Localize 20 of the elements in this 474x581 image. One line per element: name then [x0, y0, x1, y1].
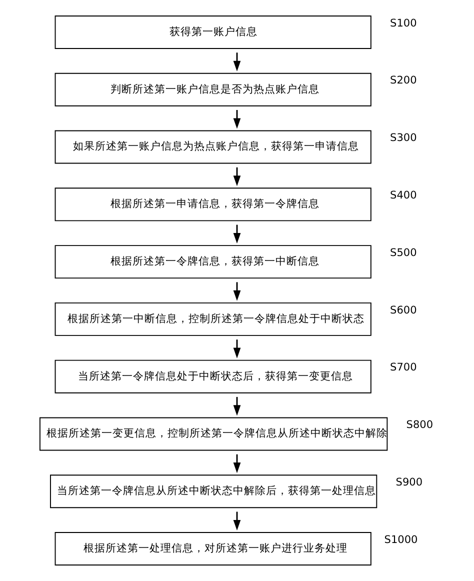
node-label: S900 — [396, 476, 423, 488]
node-label: S200 — [390, 74, 417, 87]
node-box: 根据所述第一申请信息，获得第一令牌信息 — [54, 188, 372, 222]
node-box: 获得第一账户信息 — [54, 16, 372, 49]
node-label: S100 — [390, 17, 417, 30]
node-box: 如果所述第一账户信息为热点账户信息，获得第一申请信息 — [54, 130, 372, 164]
node-box: 根据所述第一中断信息，控制所述第一令牌信息处于中断状态 — [54, 302, 372, 336]
node-box: 判断所述第一账户信息是否为热点账户信息 — [54, 72, 372, 106]
node-box: 当所述第一令牌信息处于中断状态后，获得第一变更信息 — [54, 360, 372, 394]
node-box: 根据所述第一处理信息，对所述第一账户进行业务处理 — [54, 532, 372, 566]
node-box: 当所述第一令牌信息从所述中断状态中解除后，获得第一处理信息 — [50, 474, 378, 508]
node-label: S700 — [390, 362, 417, 374]
node-box: 根据所述第一变更信息，控制所述第一令牌信息从所述中断状态中解除 — [39, 417, 388, 451]
node-box: 根据所述第一令牌信息，获得第一中断信息 — [54, 245, 372, 279]
node-label: S600 — [390, 304, 417, 316]
node-label: S400 — [390, 189, 417, 202]
node-label: S1000 — [384, 534, 418, 546]
node-label: S300 — [390, 132, 417, 144]
node-label: S800 — [406, 419, 434, 432]
node-label: S500 — [390, 246, 417, 259]
